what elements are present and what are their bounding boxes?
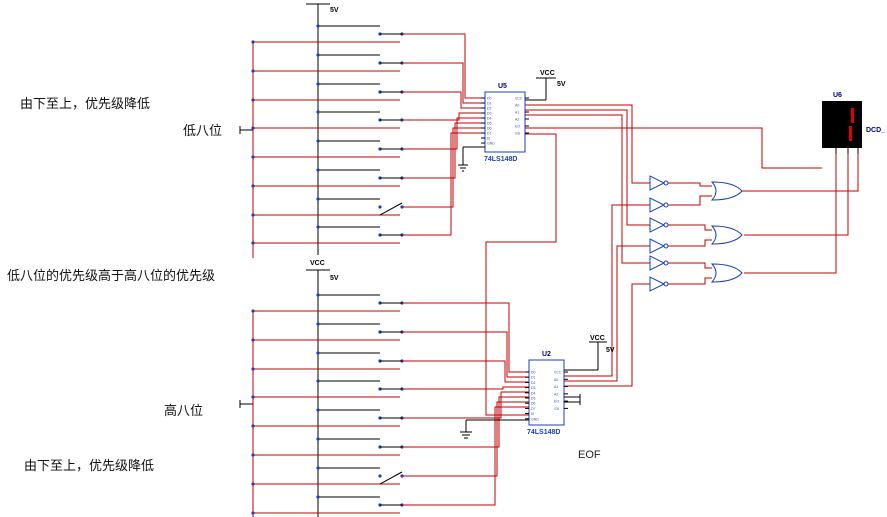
pin-label: D0	[531, 371, 536, 375]
pin-label: D2	[531, 381, 536, 385]
switch-row[interactable]	[251, 117, 485, 159]
pin-label: A1	[515, 111, 519, 115]
pin-label: GND	[531, 417, 539, 421]
top-rail-voltage: 5V	[330, 7, 339, 14]
high-priority-note: 由下至上，优先级降低	[24, 459, 154, 474]
pin-label: D2	[487, 107, 492, 111]
switch-row[interactable]	[251, 406, 529, 515]
u2-vcc-label: VCC	[590, 335, 605, 342]
switch-row[interactable]	[251, 396, 529, 457]
u2-vcc-source	[564, 341, 607, 371]
low-byte-switch-bank	[251, 3, 485, 258]
pin-label: D6	[487, 127, 492, 131]
pin-label: D7	[487, 132, 492, 136]
inverter-column	[649, 175, 669, 292]
u5-part-number: 74LS148D	[484, 156, 517, 163]
switch-row[interactable]	[251, 391, 529, 428]
u2-ground	[460, 419, 529, 439]
u2-vcc-voltage: 5V	[606, 347, 615, 354]
u2-unused-pins	[564, 394, 581, 405]
switch-contact	[378, 205, 382, 209]
low-vcc-label: VCC	[310, 260, 325, 267]
high-byte-ground	[239, 400, 253, 408]
u5-vcc-voltage: 5V	[557, 81, 566, 88]
u5-vcc-label: VCC	[540, 70, 555, 77]
pin-label: VCC	[515, 97, 523, 101]
u2-part-number: 74LS148D	[527, 429, 560, 436]
switch-row[interactable]	[251, 132, 485, 245]
pin-label: D7	[531, 407, 536, 411]
high-byte-label: 高八位	[164, 403, 203, 419]
pin-label: D6	[531, 402, 536, 406]
inverter-gate	[649, 238, 669, 254]
inverter-gate	[649, 197, 669, 213]
pin-label: A0	[515, 104, 519, 108]
pin-label: D1	[531, 376, 536, 380]
switch-row[interactable]	[251, 53, 485, 104]
u6-seven-segment-display	[822, 101, 862, 154]
pin-label: GS	[515, 132, 521, 136]
pin-label: VCC	[554, 371, 562, 375]
or-gate	[710, 225, 743, 245]
inverter-gate	[649, 276, 669, 292]
pin-label: EO	[554, 400, 559, 404]
pin-label: D5	[487, 122, 492, 126]
low-priority-note: 由下至上，优先级降低	[20, 97, 150, 112]
switch-row[interactable]	[251, 110, 485, 130]
priority-note: 低八位的优先级高于高八位的优先级	[7, 268, 215, 284]
switch-contact	[378, 474, 382, 478]
inverter-gate	[649, 217, 669, 233]
pin-label: EI	[531, 412, 534, 416]
switch-row[interactable]	[251, 379, 529, 399]
pin-label: D4	[531, 391, 536, 395]
switch-row[interactable]	[251, 401, 529, 486]
switch-row[interactable]	[251, 322, 529, 378]
pin-label: D3	[531, 386, 536, 390]
switch-row[interactable]	[251, 351, 529, 383]
u6-part-label: DCD_	[866, 127, 885, 134]
u2-reference: U2	[542, 351, 551, 358]
switch-row[interactable]	[251, 293, 529, 373]
switch-row[interactable]	[251, 82, 485, 109]
pin-label: GND	[487, 142, 495, 146]
u5-vcc-source	[525, 77, 556, 101]
pin-label: EI	[487, 137, 490, 141]
u5-ground	[458, 146, 485, 172]
switch-row[interactable]	[251, 24, 485, 99]
pin-label: A1	[554, 385, 558, 389]
low-byte-ground	[239, 126, 253, 134]
pin-label: A2	[554, 392, 558, 396]
u6-reference: U6	[833, 92, 842, 99]
pin-label: A0	[554, 378, 558, 382]
pin-label: D1	[487, 102, 492, 106]
u5-reference: U5	[498, 83, 507, 90]
pin-label: A2	[515, 118, 519, 122]
pin-label: D5	[531, 397, 536, 401]
or-gate-column	[710, 181, 743, 283]
or-gate	[710, 263, 743, 283]
inverter-gate	[649, 175, 669, 191]
switch-row[interactable]	[251, 122, 485, 188]
inverter-gate	[649, 255, 669, 271]
interconnect-wires	[485, 104, 859, 416]
pin-label: GS	[554, 407, 560, 411]
pin-label: EO	[515, 125, 520, 129]
eof-label: EOF	[578, 449, 601, 461]
pin-label: D4	[487, 117, 492, 121]
pin-label: D3	[487, 112, 492, 116]
high-byte-switch-bank	[251, 269, 529, 517]
or-gate	[710, 181, 743, 201]
switch-row[interactable]	[251, 127, 485, 217]
pin-label: D0	[487, 97, 492, 101]
low-vcc-voltage: 5V	[330, 275, 339, 282]
low-byte-label: 低八位	[183, 124, 222, 139]
